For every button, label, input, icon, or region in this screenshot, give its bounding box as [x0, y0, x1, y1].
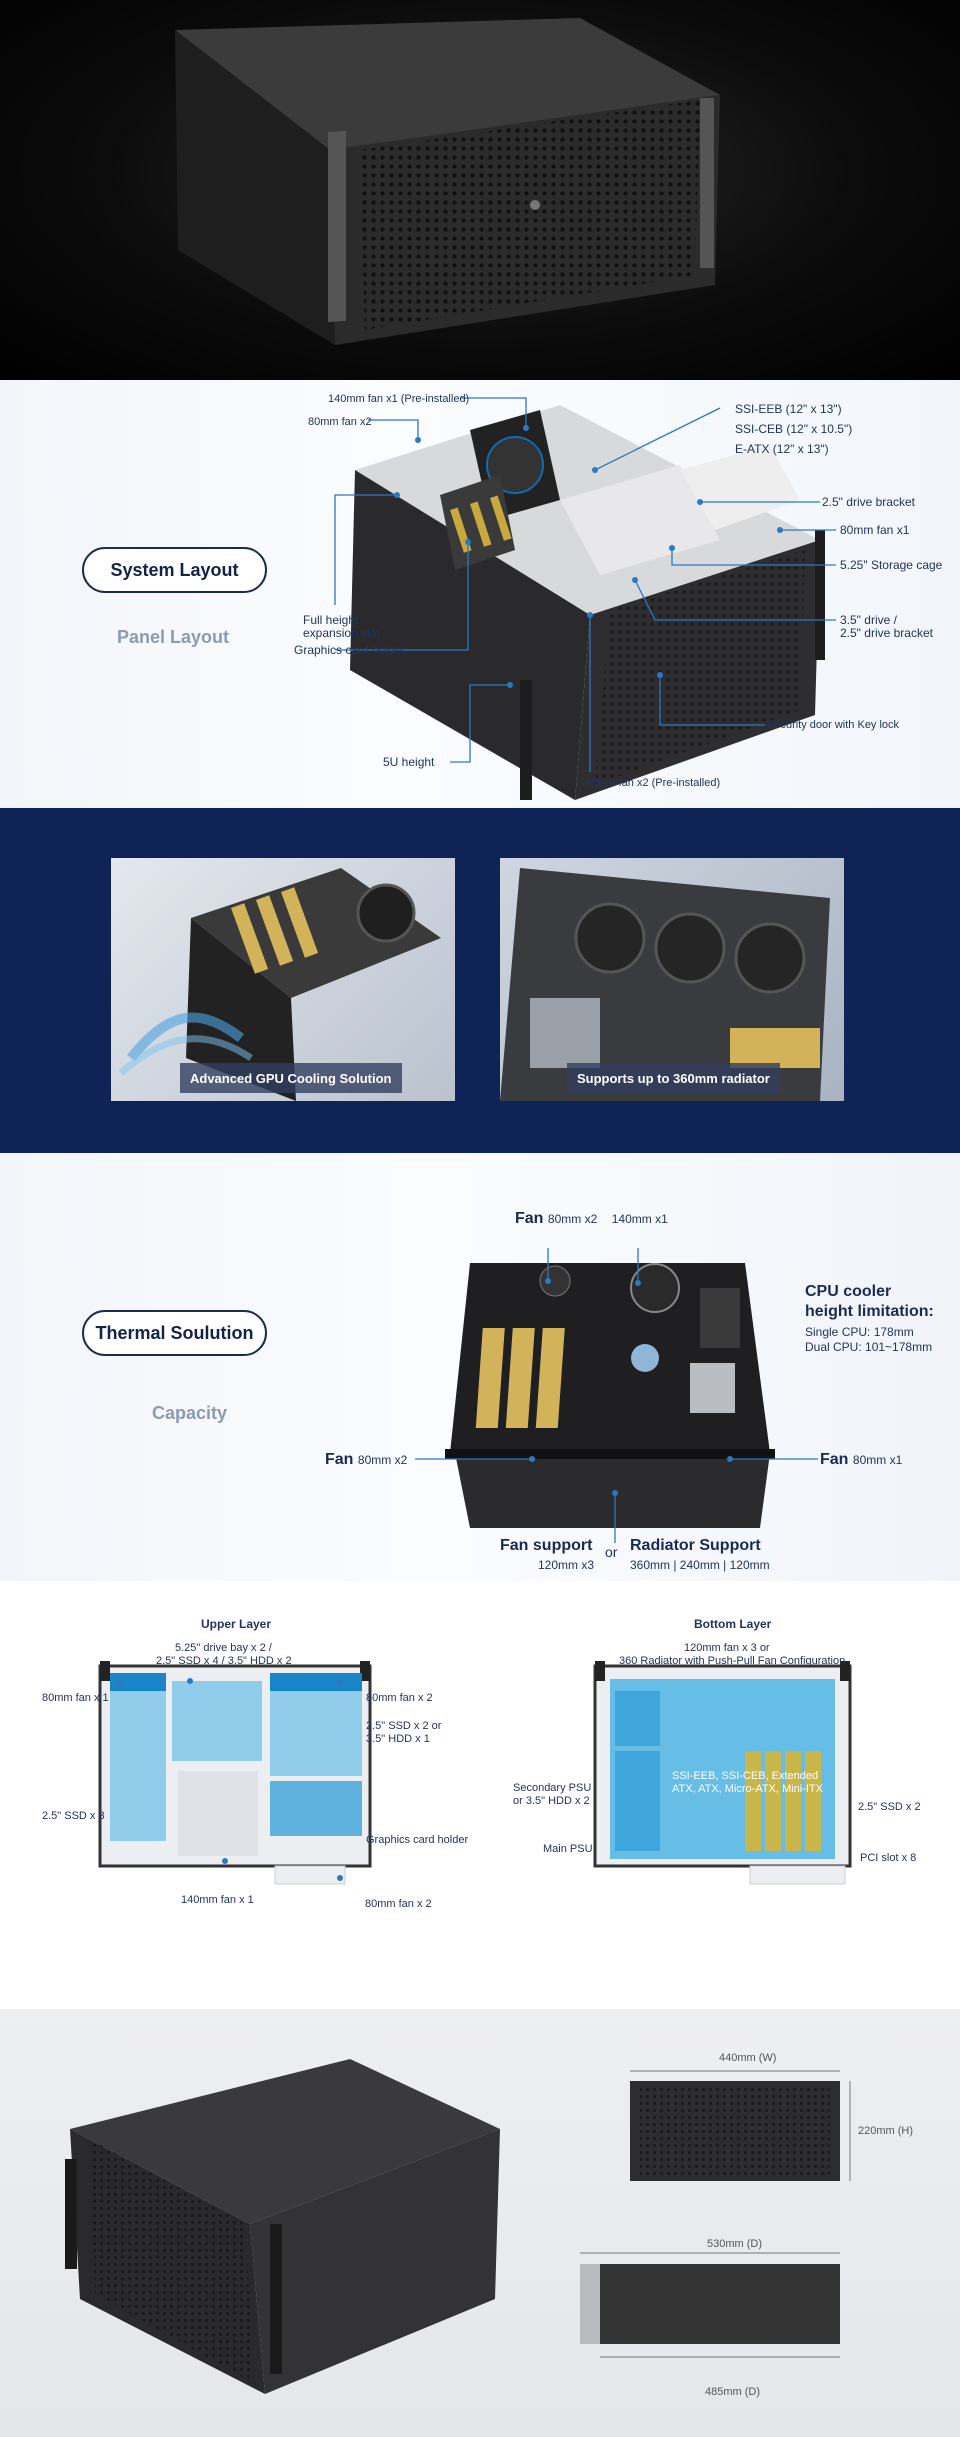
- cpu-cooler-title-a: CPU cooler: [805, 1283, 892, 1300]
- fan-left-value: 80mm x2: [357, 1453, 408, 1467]
- layers-section: Upper Layer 5.25" drive bay x 2 / 2.5" S…: [0, 1581, 960, 2009]
- bottom-fan-a: 120mm fan x 3 or: [684, 1642, 770, 1654]
- chassis-hero-image: [175, 18, 720, 345]
- upper-ssd-right-b: 3.5" HDD x 1: [366, 1733, 430, 1745]
- fan-left-label: Fan 80mm x2: [325, 1451, 407, 1469]
- chassis-top-view-image: [415, 1248, 818, 1543]
- radiator-support-value: 360mm | 240mm | 120mm: [630, 1558, 770, 1572]
- system-layout-title: System Layout: [82, 547, 267, 593]
- radiator-caption: Supports up to 360mm radiator: [567, 1063, 780, 1093]
- label-eatx: E-ATX (12" x 13"): [735, 442, 829, 456]
- radiator-image: [500, 858, 844, 1101]
- label-security-door: Security door with Key lock: [767, 719, 900, 731]
- cpu-cooler-dual: Dual CPU: 101~178mm: [805, 1340, 933, 1354]
- dim-height: 220mm (H): [858, 2125, 914, 2137]
- bottom-psu2-b: or 3.5" HDD x 2: [513, 1795, 590, 1807]
- fan-right-value: 80mm x1: [852, 1453, 903, 1467]
- upper-bay-b: 2.5" SSD x 4 / 3.5" HDD x 2: [156, 1655, 292, 1667]
- label-2-5-drive-bracket: 2.5" drive bracket: [822, 495, 915, 509]
- label-80mm-fan-x2-pre: 80mm fan x2 (Pre-installed): [585, 777, 721, 789]
- layer-diagrams: [98, 1661, 852, 1885]
- bottom-fan-b: 360 Radiator with Push-Pull Fan Configur…: [619, 1655, 846, 1667]
- bottom-ssd: 2.5" SSD x 2: [858, 1801, 921, 1813]
- gpu-cooling-image: [111, 858, 455, 1101]
- label-80mm-fan-x2: 80mm fan x2: [308, 416, 372, 428]
- fan-support-label: Fan support: [500, 1537, 593, 1554]
- label-full-height-b: expansion slot: [303, 626, 380, 640]
- label-5u-height: 5U height: [383, 755, 435, 769]
- bottom-mb-b: ATX, ATX, Micro-ATX, Mini-ITX: [672, 1783, 823, 1795]
- label-ssi-ceb: SSI-CEB (12" x 10.5"): [735, 422, 853, 436]
- upper-fan80-bottom: 80mm fan x 2: [365, 1898, 432, 1910]
- capacity-subtitle: Capacity: [152, 1403, 228, 1423]
- label-graphics-card-holder: Graphics card holder: [294, 643, 406, 657]
- hero-section: [0, 0, 960, 380]
- bottom-mb-a: SSI-EEB, SSI-CEB, Extended: [672, 1770, 819, 1782]
- upper-fan80-right: 80mm fan x 2: [366, 1692, 433, 1704]
- upper-fan80-left: 80mm fan x 1: [42, 1692, 109, 1704]
- fan-top-80mm: 80mm x2: [547, 1212, 598, 1226]
- dimensions-section: 440mm (W) 220mm (H) 530mm (D) 485mm (D): [0, 2009, 960, 2437]
- dim-width: 440mm (W): [719, 2052, 777, 2064]
- upper-layer-title: Upper Layer: [201, 1617, 272, 1631]
- cpu-cooler-title-b: height limitation:: [805, 1303, 934, 1320]
- dim-depth-bottom: 485mm (D): [705, 2386, 761, 2398]
- bottom-psu2-a: Secondary PSU: [513, 1782, 592, 1794]
- fan-word: Fan: [515, 1210, 544, 1227]
- upper-gpu-holder: Graphics card holder: [366, 1834, 469, 1846]
- upper-ssd-right-a: 2.5" SSD x 2 or: [366, 1720, 442, 1732]
- fan-top-label: Fan 80mm x2 140mm x1: [515, 1210, 668, 1228]
- label-3-5-drive-a: 3.5" drive /: [840, 613, 897, 627]
- cooling-section: Advanced GPU Cooling Solution Supports u…: [0, 808, 960, 1153]
- bottom-pci: PCI slot x 8: [860, 1852, 917, 1864]
- label-140mm-fan: 140mm fan x1 (Pre-installed): [328, 393, 470, 405]
- fan-right-label: Fan 80mm x1: [820, 1451, 902, 1469]
- or-label: or: [605, 1544, 618, 1560]
- thermal-section: Fan 80mm x2 140mm x1 CPU cooler height l…: [0, 1153, 960, 1581]
- gpu-cooling-caption: Advanced GPU Cooling Solution: [180, 1063, 402, 1093]
- upper-fan140: 140mm fan x 1: [181, 1894, 254, 1906]
- fan-support-value: 120mm x3: [538, 1558, 595, 1572]
- fan-word: Fan: [325, 1451, 354, 1468]
- label-ssi-eeb: SSI-EEB (12" x 13"): [735, 402, 842, 416]
- label-storage-cage: 5.25" Storage cage: [840, 558, 943, 572]
- upper-ssd-left: 2.5" SSD x 3: [42, 1810, 105, 1822]
- label-80mm-fan-x1: 80mm fan x1: [840, 523, 910, 537]
- thermal-solution-title: Thermal Soulution: [82, 1310, 267, 1356]
- dim-depth-top: 530mm (D): [707, 2238, 763, 2250]
- bottom-layer-title: Bottom Layer: [694, 1617, 772, 1631]
- fan-top-140mm: 140mm x1: [611, 1212, 668, 1226]
- label-full-height-a: Full height: [303, 613, 359, 627]
- upper-bay-a: 5.25" drive bay x 2 /: [175, 1642, 272, 1654]
- dimension-drawings: [65, 2059, 851, 2394]
- chassis-layout-image: [334, 397, 836, 800]
- fan-word: Fan: [820, 1451, 849, 1468]
- bottom-main-psu: Main PSU: [543, 1843, 593, 1855]
- system-layout-section: 140mm fan x1 (Pre-installed) 80mm fan x2…: [0, 380, 960, 808]
- radiator-support-label: Radiator Support: [630, 1537, 761, 1554]
- cpu-cooler-single: Single CPU: 178mm: [805, 1325, 914, 1339]
- label-3-5-drive-b: 2.5" drive bracket: [840, 626, 933, 640]
- panel-layout-subtitle: Panel Layout: [117, 627, 230, 647]
